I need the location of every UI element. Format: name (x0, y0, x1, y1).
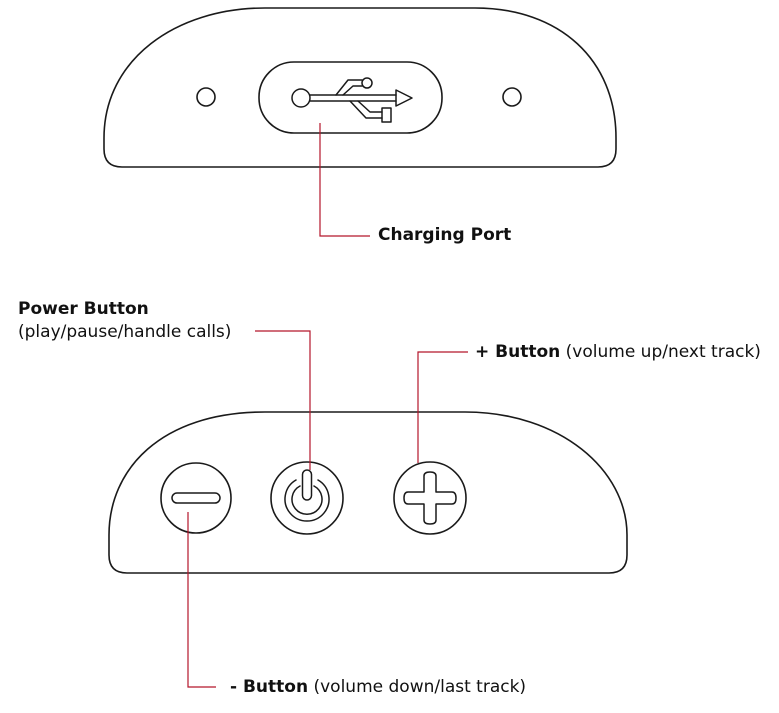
minus-button-desc: (volume down/last track) (313, 677, 527, 697)
charging-port-leader (319, 123, 370, 237)
power-button-title: Power Button (18, 299, 149, 319)
bottom-panel (108, 330, 628, 688)
power-button-desc: (play/pause/handle calls) (18, 322, 232, 342)
plus-button[interactable] (393, 461, 467, 535)
plus-button-desc: (volume up/next track) (565, 342, 761, 362)
usb-icon (291, 77, 413, 123)
top-panel-outline (103, 7, 617, 168)
top-panel (103, 7, 617, 237)
power-button-leader (255, 330, 311, 470)
screw-hole-left (196, 87, 216, 107)
plus-button-label: + Button (volume up/next track) (475, 341, 761, 363)
power-button-label: Power Button (18, 298, 149, 320)
charging-port-label: Charging Port (378, 224, 511, 246)
plus-button-leader (417, 351, 468, 463)
charging-port[interactable] (258, 61, 443, 134)
plus-button-title: + Button (475, 342, 561, 362)
charging-port-title: Charging Port (378, 225, 512, 245)
power-icon (284, 469, 330, 522)
plus-icon (403, 471, 457, 525)
bottom-panel-outline (108, 411, 628, 574)
minus-button[interactable] (160, 462, 232, 534)
power-button-desc-label: (play/pause/handle calls) (18, 321, 231, 343)
screw-hole-right (502, 87, 522, 107)
power-button[interactable] (270, 461, 344, 535)
minus-button-label: - Button (volume down/last track) (230, 676, 526, 698)
minus-button-leader (187, 512, 216, 688)
minus-icon (171, 492, 221, 504)
charging-port-frame (258, 61, 443, 134)
minus-button-title: - Button (230, 677, 309, 697)
